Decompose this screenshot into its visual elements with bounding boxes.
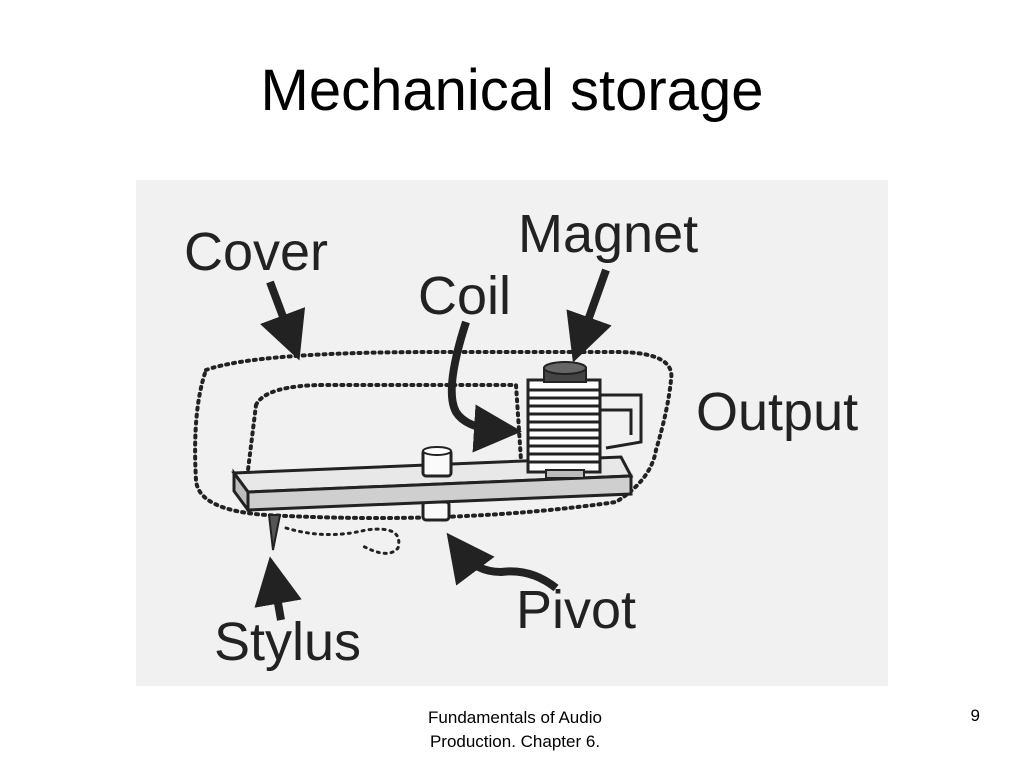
- arrow-cover: [260, 280, 306, 361]
- label-output: Output: [696, 382, 858, 442]
- coil-magnet-assembly: [526, 361, 602, 479]
- pivot-lower: [421, 500, 451, 522]
- footer-line-2: Production. Chapter 6.: [429, 732, 601, 751]
- output-wires: [601, 393, 643, 450]
- label-coil: Coil: [418, 266, 511, 326]
- diagram-svg: Cover Magnet Coil Output Stylus Pivot: [184, 204, 858, 672]
- label-magnet: Magnet: [518, 204, 698, 264]
- footer-text: Fundamentals of Audio Production. Chapte…: [380, 706, 650, 754]
- arrow-stylus: [254, 556, 302, 621]
- label-stylus: Stylus: [214, 612, 361, 672]
- slide-title: Mechanical storage: [260, 58, 764, 123]
- arrow-pivot: [446, 532, 559, 592]
- footer-line-1: Fundamentals of Audio: [428, 708, 602, 727]
- label-cover: Cover: [184, 222, 328, 282]
- arrow-coil: [447, 320, 522, 453]
- lead-loop: [284, 526, 401, 555]
- arrow-magnet: [566, 268, 612, 363]
- phono-cartridge-diagram: Cover Magnet Coil Output Stylus Pivot: [136, 180, 888, 686]
- label-pivot: Pivot: [516, 580, 636, 640]
- stylus-tip: [267, 514, 282, 551]
- page-number: 9: [970, 706, 980, 725]
- cantilever-end: [232, 468, 250, 515]
